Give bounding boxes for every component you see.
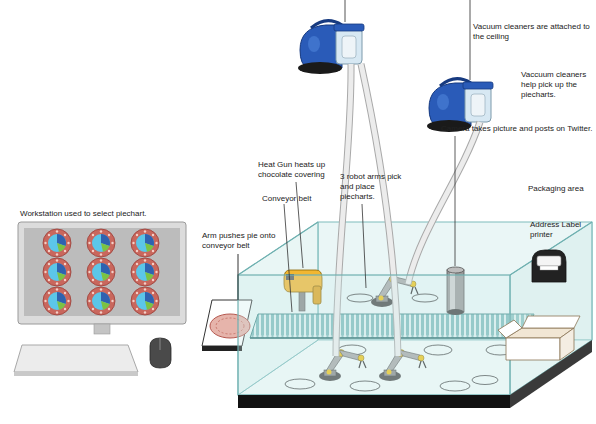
tank-front-wall [238, 275, 510, 395]
pie-icon [131, 287, 159, 315]
box-flap [498, 320, 522, 338]
leader-line [284, 204, 292, 312]
leader-line [455, 136, 456, 266]
keyboard [14, 345, 138, 372]
pie-icon [87, 258, 115, 286]
mouse [150, 338, 171, 368]
callout-label: Heat Gun heats up chocolate covering [258, 160, 338, 180]
callout-label: Vacuum cleaners are attached to the ceil… [473, 22, 595, 42]
pusher-platform-edge [202, 346, 242, 351]
pie-icon [87, 229, 115, 257]
callout-label: Workstation used to select piechart. [20, 209, 192, 219]
box-side [560, 328, 574, 360]
leader-line [238, 254, 239, 300]
pie-icon [131, 258, 159, 286]
ceiling-cable [345, 0, 346, 22]
monitor-stand [94, 324, 110, 334]
hose-outline [408, 122, 480, 284]
camera-top [447, 267, 464, 273]
monitor-frame [18, 222, 186, 324]
callout-label: 3 robot arms pick and place piecharts. [340, 172, 402, 202]
monitor-screen [24, 228, 180, 316]
label-printer [532, 250, 566, 282]
pie-icon [131, 229, 159, 257]
pie-icon [43, 287, 71, 315]
label-printer-cover [537, 256, 561, 266]
tank-edge [510, 222, 592, 275]
tank-edge [238, 222, 318, 275]
callout-label: Address Label printer [530, 220, 582, 240]
ceiling-cable [470, 0, 471, 80]
vacuum-cleaner [427, 79, 493, 132]
tank-base [238, 395, 510, 408]
callout-label: Conveyor belt [262, 194, 332, 204]
callout-label: Camera takes picture and posts on Twitte… [441, 124, 593, 134]
callout-label: Packaging area [528, 184, 596, 194]
callout-label: Arm pushes pie onto conveyor belt [202, 231, 280, 251]
leader-line [362, 204, 366, 288]
printed-label [540, 266, 558, 270]
pie-icon [43, 258, 71, 286]
box-flap [522, 316, 580, 328]
box-front [506, 338, 560, 360]
pie-icon [43, 229, 71, 257]
keyboard-edge [14, 372, 138, 376]
callout-label: Vaccuum cleaners help pick up the piecha… [521, 70, 593, 100]
hose [408, 122, 480, 284]
mouse-button-line [160, 338, 161, 350]
pie-icon [87, 287, 115, 315]
